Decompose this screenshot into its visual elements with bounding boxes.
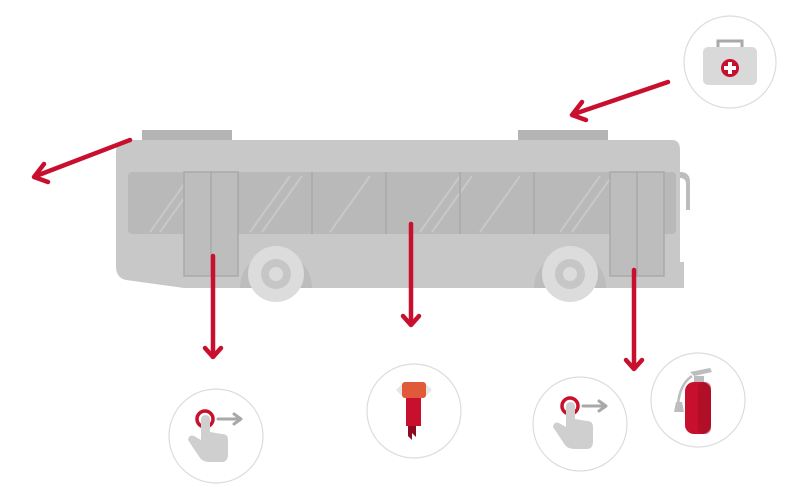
arrow-first-aid (569, 79, 671, 123)
door-release-badge-front (168, 388, 264, 484)
roof-hatch-front (142, 130, 232, 140)
bus-illustration (116, 130, 690, 302)
arrow-roof-front (31, 137, 133, 185)
arrow-rear-door (623, 267, 645, 372)
emergency-hammer-icon (396, 382, 432, 440)
arrow-window (400, 221, 422, 328)
door-release-handle-icon (188, 409, 243, 462)
bus-mirror (680, 172, 690, 210)
door-release-badge-rear (532, 376, 628, 472)
roof-hatch-rear (518, 130, 608, 140)
first-aid-kit-icon (703, 39, 757, 85)
window-band (128, 172, 676, 234)
door-release-handle-icon (553, 396, 608, 449)
pointer-arrows (31, 79, 671, 372)
first-aid-kit-badge (683, 15, 777, 109)
rear-wheel (534, 246, 606, 302)
fire-extinguisher-icon (674, 368, 712, 434)
arrow-front-door (202, 253, 224, 360)
front-wheel (240, 246, 312, 302)
emergency-hammer-badge (366, 363, 462, 459)
fire-extinguisher-badge (650, 352, 746, 448)
